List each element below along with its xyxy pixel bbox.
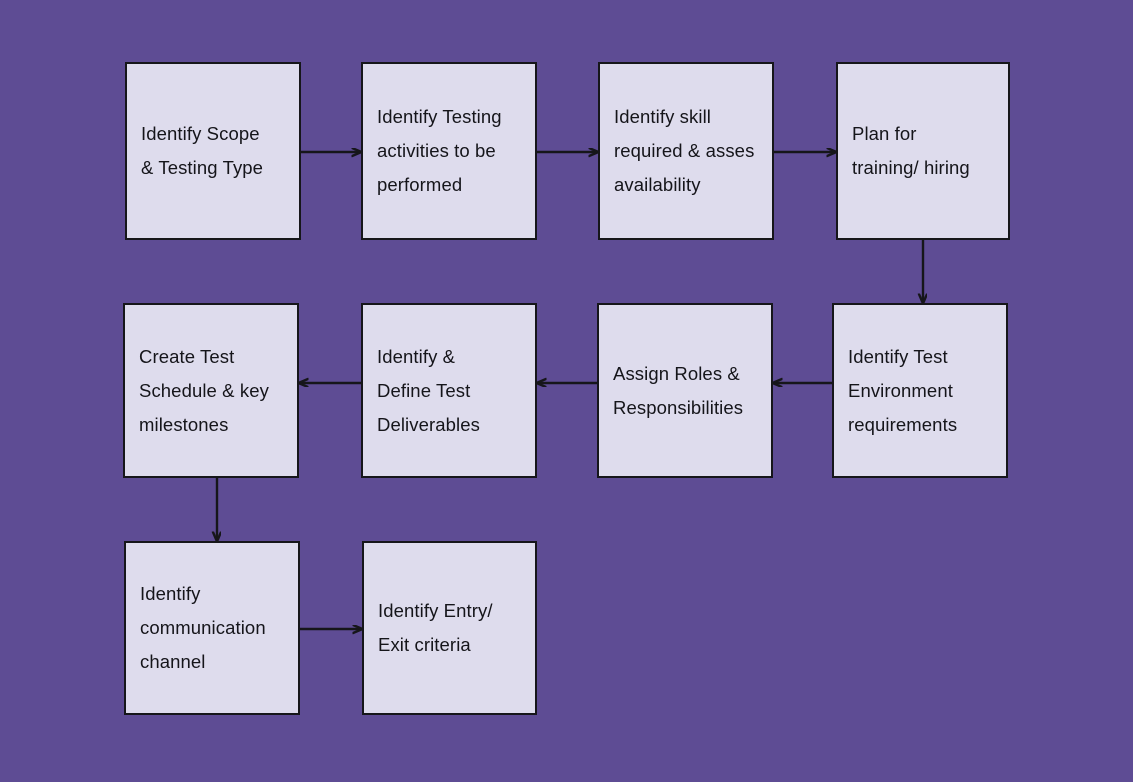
- process-node-label: Identify & Define Test Deliverables: [377, 345, 480, 435]
- process-node-label: Identify Test Environment requirements: [848, 345, 958, 435]
- process-node-label: Identify skill required & asses availabi…: [614, 106, 755, 195]
- process-node-label: Identify Scope & Testing Type: [141, 123, 264, 178]
- process-node-label: Identify Entry/ Exit criteria: [378, 600, 493, 655]
- process-node-label: Create Test Schedule & key milestones: [139, 345, 269, 435]
- process-node-n9[interactable]: Identify communication channel: [124, 541, 300, 715]
- process-node-n5[interactable]: Create Test Schedule & key milestones: [123, 303, 299, 478]
- process-node-label: Identify Testing activities to be perfor…: [377, 106, 502, 195]
- process-node-n1[interactable]: Identify Scope & Testing Type: [125, 62, 301, 240]
- process-node-n7[interactable]: Assign Roles & Responsibilities: [597, 303, 773, 478]
- process-node-label: Identify communication channel: [140, 583, 266, 672]
- process-node-n8[interactable]: Identify Test Environment requirements: [832, 303, 1008, 478]
- process-node-n4[interactable]: Plan for training/ hiring: [836, 62, 1010, 240]
- process-node-n3[interactable]: Identify skill required & asses availabi…: [598, 62, 774, 240]
- process-node-n2[interactable]: Identify Testing activities to be perfor…: [361, 62, 537, 240]
- process-node-label: Plan for training/ hiring: [852, 123, 970, 178]
- process-node-n10[interactable]: Identify Entry/ Exit criteria: [362, 541, 537, 715]
- process-node-label: Assign Roles & Responsibilities: [613, 362, 744, 418]
- process-node-n6[interactable]: Identify & Define Test Deliverables: [361, 303, 537, 478]
